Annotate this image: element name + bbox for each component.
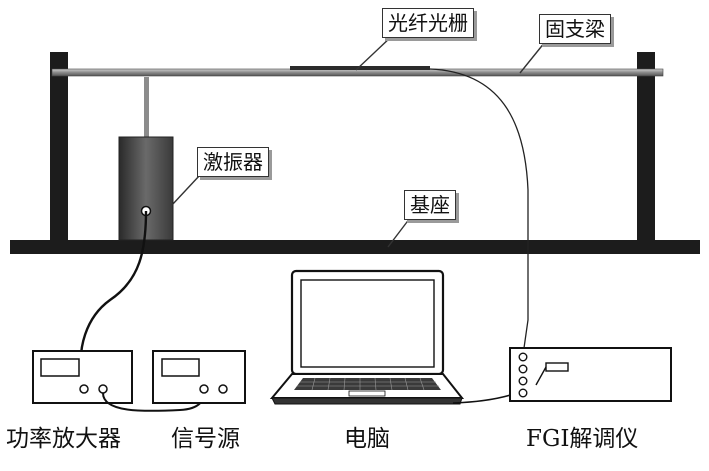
interrogator-port-2 bbox=[518, 364, 528, 374]
interrogator-slot bbox=[545, 362, 569, 372]
interrogator-slot-line bbox=[535, 366, 547, 386]
signal-source-knob-2 bbox=[218, 384, 228, 394]
interrogator-port-3 bbox=[518, 376, 528, 386]
beam-callout: 固支梁 bbox=[539, 14, 611, 44]
cable-shaker-amplifier bbox=[79, 210, 148, 373]
interrogator-caption: FGI解调仪 bbox=[526, 426, 639, 452]
base-platform bbox=[10, 240, 700, 254]
amplifier-caption: 功率放大器 bbox=[6, 426, 121, 452]
fbg-callout: 光纤光栅 bbox=[382, 8, 474, 38]
amplifier-knob-2 bbox=[98, 384, 108, 394]
fixed-beam bbox=[51, 68, 664, 77]
left-support-column bbox=[50, 52, 68, 247]
callout-leader-shaker bbox=[171, 174, 201, 206]
fbg-sensor bbox=[290, 66, 430, 70]
shaker-callout: 激振器 bbox=[197, 147, 269, 177]
shaker-rod bbox=[144, 77, 149, 137]
base-callout: 基座 bbox=[404, 190, 456, 220]
interrogator-box bbox=[509, 347, 672, 402]
computer-caption: 电脑 bbox=[344, 426, 390, 452]
power-amplifier-display bbox=[40, 358, 80, 377]
signal-source-display bbox=[161, 358, 200, 377]
optical-fiber bbox=[429, 68, 529, 356]
laptop bbox=[269, 269, 465, 405]
signal-source-caption: 信号源 bbox=[171, 426, 240, 452]
right-support-column bbox=[637, 52, 655, 247]
interrogator-port-1 bbox=[518, 352, 528, 362]
amplifier-knob-1 bbox=[79, 384, 89, 394]
interrogator-port-4 bbox=[518, 388, 528, 398]
callout-leader-beam bbox=[519, 41, 546, 74]
callout-leader-fbg bbox=[355, 35, 393, 71]
signal-source-knob-1 bbox=[199, 384, 209, 394]
callout-leader-base bbox=[387, 217, 411, 248]
